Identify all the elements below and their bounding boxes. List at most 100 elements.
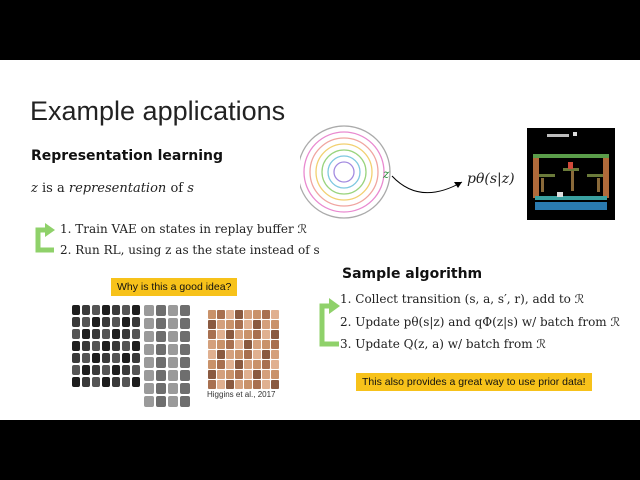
thumbnail [92,365,100,375]
thumbnail [72,305,80,315]
thumbnail [112,377,120,387]
thumbnail [112,341,120,351]
thumbnail [262,320,270,329]
thumbnail [271,380,279,389]
thumbnail [226,310,234,319]
loop-arrow-icon [35,223,55,253]
thumbnail [156,383,166,394]
thumbnail [168,396,178,407]
thumbnail [208,310,216,319]
thumbnail [102,353,110,363]
thumbnail [208,380,216,389]
thumbnail [253,360,261,369]
thumbnail [102,365,110,375]
prior-data-callout: This also provides a great way to use pr… [356,373,592,391]
thumbnail [112,317,120,327]
thumbnail [144,396,154,407]
thumbnail [262,380,270,389]
thumbnail [235,370,243,379]
thumbnail [72,341,80,351]
thumbnail [226,330,234,339]
thumbnail [112,365,120,375]
thumbnail [92,317,100,327]
thumbnail [144,318,154,329]
thumbnail [122,329,130,339]
thumbnail [208,360,216,369]
thumbnail [217,320,225,329]
thumbnail [144,331,154,342]
thumbnail [208,330,216,339]
thumbnail [244,340,252,349]
thumbnail [217,340,225,349]
latent-z-label: z [383,167,390,181]
thumbnail [226,340,234,349]
thumbnail [180,370,190,381]
thumbnail [132,329,140,339]
thumbnail [208,370,216,379]
thumbnail [72,317,80,327]
thumbnail [244,350,252,359]
thumbnail [253,340,261,349]
thumbnail [271,340,279,349]
thumbnail [102,329,110,339]
thumbnail [253,350,261,359]
thumbnail [217,350,225,359]
thumbnail [253,310,261,319]
thumbnail [82,353,90,363]
thumbnail [208,320,216,329]
thumbnail [72,353,80,363]
thumbnail [244,310,252,319]
thumbnail [244,320,252,329]
thumbnail [217,310,225,319]
thumbnail [262,370,270,379]
var-s: s [187,181,194,196]
thumbnail [180,383,190,394]
thumbnail [144,357,154,368]
thumbnail [208,350,216,359]
thumbnail [235,380,243,389]
algorithm-step-3: 3. Update Q(z, a) w/ batch from ℛ [340,337,546,351]
thumbnail [92,329,100,339]
thumbnail [271,370,279,379]
algorithm-heading: Sample algorithm [342,266,483,282]
thumbnail [156,331,166,342]
thumbnail [144,305,154,316]
thumbnail [271,320,279,329]
thumbnail [235,340,243,349]
slide-title: Example applications [30,96,286,126]
thumbnail [226,360,234,369]
algorithm-step-1: 1. Collect transition (s, a, s′, r), add… [340,292,585,306]
thumbnail [235,310,243,319]
thumbnail [122,305,130,315]
thumbnail [82,377,90,387]
thumbnail [132,341,140,351]
celeb-faces-grid [208,310,279,389]
thumbnail [112,353,120,363]
thumbnail [235,350,243,359]
thumbnail [217,380,225,389]
thumbnail [102,377,110,387]
thumbnail [271,310,279,319]
thumbnail [271,360,279,369]
thumbnail [180,305,190,316]
thumbnail [235,320,243,329]
decoder-label: pθ(s|z) [467,171,515,187]
thumbnail [168,344,178,355]
algorithm-loop-arrow-icon [319,298,340,347]
thumbnail [132,305,140,315]
thumbnail [156,370,166,381]
thumbnail [262,350,270,359]
thumbnail [180,331,190,342]
thumbnail [226,370,234,379]
thumbnail [244,370,252,379]
thumbnail [82,305,90,315]
thumbnail [244,360,252,369]
representation-step-2: 2. Run RL, using z as the state instead … [60,243,320,257]
thumbnail [122,341,130,351]
representation-statement: z is a representation of s [31,181,194,196]
thumbnail [72,329,80,339]
thumbnail [262,310,270,319]
thumbnail [92,341,100,351]
latent-diagram [300,125,463,219]
thumbnail [112,329,120,339]
